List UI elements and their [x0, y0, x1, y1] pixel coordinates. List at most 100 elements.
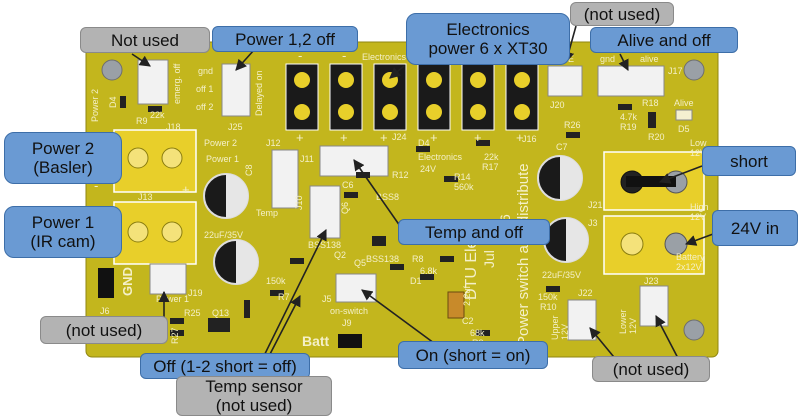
silk-plus: +: [474, 130, 482, 145]
arrow: [361, 289, 439, 347]
silk-text: Q2: [334, 250, 346, 260]
header-j6-gnd: [98, 268, 114, 298]
silk-plus: +: [340, 130, 348, 145]
silk-text: D4: [108, 96, 118, 108]
silk-text: J17: [668, 66, 683, 76]
silk-text: J10: [294, 195, 304, 210]
silk-text: 560k: [454, 182, 474, 192]
silk-text: D5: [678, 124, 690, 134]
callout-temp-and-off: Temp and off: [398, 219, 550, 245]
header-j17: [597, 65, 665, 97]
silk-text: BSS138: [308, 240, 341, 250]
smd-part: [440, 256, 454, 262]
arrow: [267, 295, 301, 359]
silk-batt-label: Batt: [302, 333, 330, 349]
silk-text: Power 2: [90, 89, 100, 122]
silk-text: Delayed on: [254, 70, 264, 116]
smd-part: [648, 112, 656, 128]
mounting-hole: [101, 59, 123, 81]
silk-text: 22k: [150, 110, 165, 120]
callout-not-used-left: (not used): [40, 316, 168, 344]
silk-text: gnd: [600, 54, 615, 64]
callout-on-short: On (short = on): [398, 341, 548, 369]
silk-text: 150k: [266, 276, 286, 286]
silk-text: R25: [184, 308, 201, 318]
silk-text: 22uF/35V: [542, 270, 581, 280]
silk-text: C2: [462, 316, 474, 326]
silk-text: 150k: [538, 292, 558, 302]
smd-part: [270, 290, 284, 296]
silk-plus: +: [182, 182, 190, 197]
silk-title-power-switch: Power switch and distribute: [515, 163, 532, 346]
header-j19: [149, 263, 187, 295]
silk-text: J13: [138, 192, 153, 202]
silk-minus: -: [94, 178, 98, 193]
smd-part: [148, 106, 162, 112]
silk-text: gnd: [198, 66, 213, 76]
silk-text: off 1: [196, 84, 213, 94]
arrow: [389, 65, 405, 79]
silk-text: 6.8k: [420, 266, 438, 276]
xt30-pad: [426, 72, 442, 88]
capacitor-22uf-b: [543, 217, 589, 263]
silk-text: D4: [418, 138, 430, 148]
smd-part: [444, 176, 458, 182]
silk-text: R8: [412, 254, 424, 264]
xt30-pad: [470, 104, 486, 120]
power1-connector-j6: [113, 201, 197, 265]
silk-text: J24: [392, 132, 407, 142]
header-j9-batt: [338, 334, 362, 348]
capacitor-c2: [447, 291, 465, 319]
silk-text: J23: [644, 276, 659, 286]
silk-text: Power 2: [204, 138, 237, 148]
callout-off-short: Off (1-2 short = off): [140, 353, 310, 379]
smd-part: [290, 258, 304, 264]
header-j12: [271, 149, 299, 209]
callout-alive-and-off: Alive and off: [590, 27, 738, 53]
silk-text: Q6: [340, 202, 350, 214]
callout-not-used-top-right: (not used): [570, 2, 674, 26]
silk-title-jul: Jul: [481, 250, 497, 268]
silk-text: 22k: [484, 152, 499, 162]
silk-text: Electronics 24V: [362, 52, 425, 62]
silk-title-six: 6: [497, 214, 513, 222]
silk-text: Lower12V: [618, 309, 638, 334]
smd-part: [170, 330, 184, 336]
silk-text: emerg. off: [172, 63, 182, 104]
arrow: [655, 315, 681, 363]
silk-text: 22uF/35V: [204, 230, 243, 240]
silk-text: 2.2uf: [462, 285, 472, 306]
silk-plus: +: [516, 130, 524, 145]
power2-pad: [161, 147, 183, 169]
capacitor-c8: [203, 173, 249, 219]
silk-text: R14: [454, 172, 471, 182]
silk-text: R19: [620, 122, 637, 132]
silk-text: Alive: [674, 98, 694, 108]
silk-text: 24V: [420, 164, 436, 174]
silk-text: 68k: [470, 328, 485, 338]
capacitor-22uf-a: [213, 239, 259, 285]
callout-power1-ir-cam: Power 1 (IR cam): [4, 206, 122, 258]
capacitor-c7: [537, 155, 583, 201]
arrow: [353, 159, 401, 227]
silk-text: Q5: [354, 258, 366, 268]
silk-text: R26: [564, 120, 581, 130]
header-j20: [547, 65, 583, 97]
silk-minus: -: [342, 48, 346, 63]
led-alive: [675, 109, 693, 121]
silk-text: Electronics: [418, 152, 463, 162]
callout-not-used-bottom-right: (not used): [592, 356, 710, 382]
smd-part: [120, 96, 126, 108]
xt30-pad: [294, 104, 310, 120]
smd-part: [476, 140, 490, 146]
silk-text: J18: [166, 122, 181, 132]
silk-text: J11: [300, 154, 314, 164]
smd-part: [546, 286, 560, 292]
power1-pad: [161, 221, 183, 243]
silk-plus: +: [296, 130, 304, 145]
silk-text: J16: [522, 134, 537, 144]
header-j10: [309, 185, 341, 239]
